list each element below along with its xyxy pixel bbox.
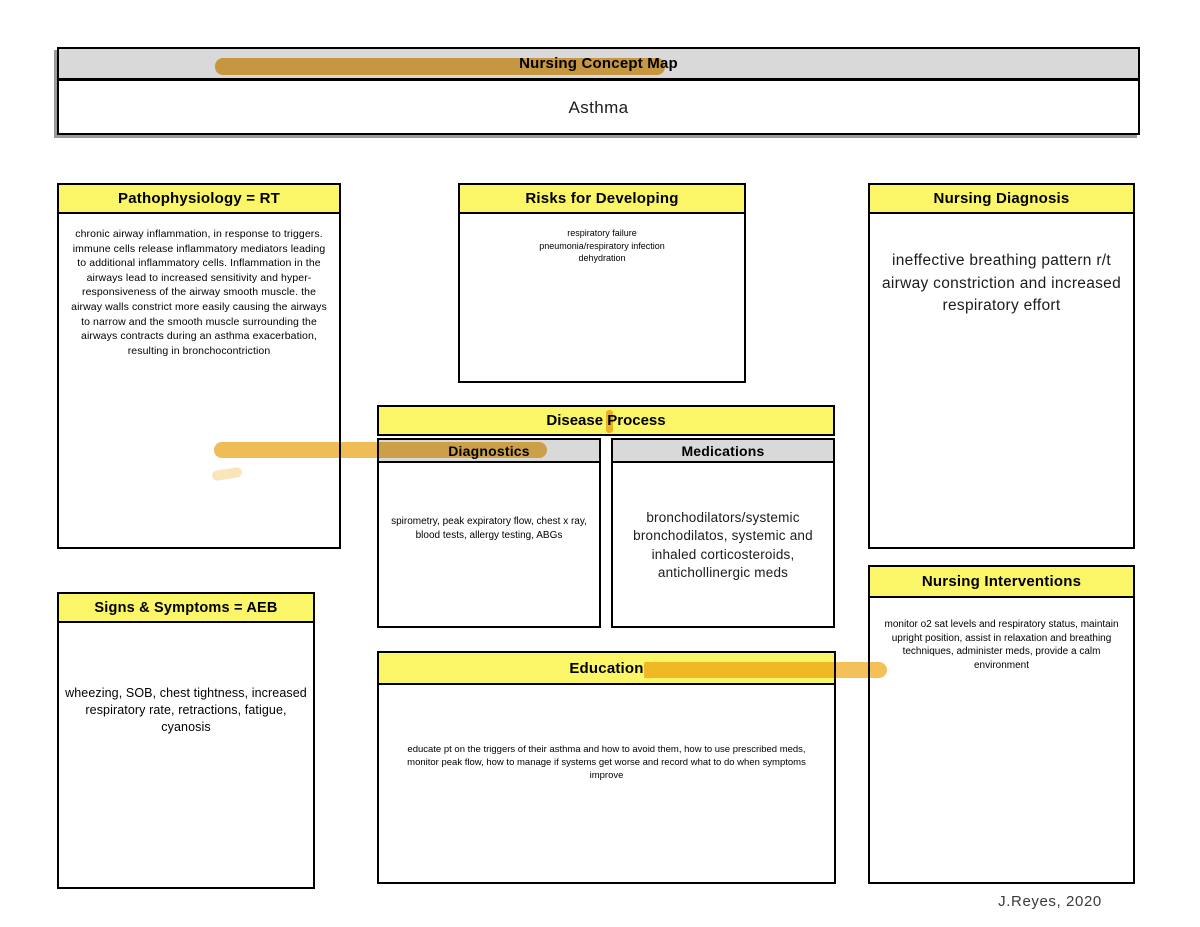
- risks-line: dehydration: [578, 253, 626, 263]
- diagnostics-title: Diagnostics: [379, 440, 599, 463]
- risks-body: respiratory failure pneumonia/respirator…: [460, 214, 744, 265]
- diagnostics-box: Diagnostics spirometry, peak expiratory …: [377, 438, 601, 628]
- risks-title: Risks for Developing: [460, 185, 744, 214]
- nursing-interventions-body: monitor o2 sat levels and respiratory st…: [884, 619, 1119, 671]
- education-body: educate pt on the triggers of their asth…: [407, 744, 806, 781]
- nursing-diagnosis-box: Nursing Diagnosis ineffective breathing …: [868, 183, 1135, 549]
- nursing-interventions-title: Nursing Interventions: [870, 567, 1133, 598]
- signs-symptoms-box: Signs & Symptoms = AEB wheezing, SOB, ch…: [57, 592, 315, 889]
- risks-line: respiratory failure: [567, 228, 637, 238]
- pathophysiology-body: chronic airway inflammation, in response…: [71, 228, 327, 357]
- risks-box: Risks for Developing respiratory failure…: [458, 183, 746, 383]
- disease-process-header: Disease Process: [377, 405, 835, 436]
- risks-line: pneumonia/respiratory infection: [539, 240, 665, 251]
- diagnostics-body: spirometry, peak expiratory flow, chest …: [391, 516, 587, 541]
- title-block: Nursing Concept Map Asthma: [57, 47, 1140, 135]
- education-box: Education educate pt on the triggers of …: [377, 651, 836, 884]
- map-subtitle: Asthma: [568, 98, 629, 117]
- signs-symptoms-title: Signs & Symptoms = AEB: [59, 594, 313, 623]
- map-title-bar: Nursing Concept Map: [59, 49, 1138, 81]
- map-title: Nursing Concept Map: [519, 55, 678, 72]
- nursing-interventions-box: Nursing Interventions monitor o2 sat lev…: [868, 565, 1135, 884]
- medications-title: Medications: [613, 440, 833, 463]
- medications-box: Medications bronchodilators/systemic bro…: [611, 438, 835, 628]
- education-title: Education: [379, 653, 834, 685]
- nursing-diagnosis-body: ineffective breathing pattern r/t airway…: [881, 252, 1122, 314]
- pathophysiology-title: Pathophysiology = RT: [59, 185, 339, 214]
- medications-body: bronchodilators/systemic bronchodilatos,…: [633, 509, 813, 581]
- map-subtitle-area: Asthma: [59, 81, 1138, 135]
- pathophysiology-box: Pathophysiology = RT chronic airway infl…: [57, 183, 341, 549]
- author-signature: J.Reyes, 2020: [998, 893, 1102, 910]
- nursing-diagnosis-title: Nursing Diagnosis: [870, 185, 1133, 214]
- signs-symptoms-body: wheezing, SOB, chest tightness, increase…: [65, 686, 307, 734]
